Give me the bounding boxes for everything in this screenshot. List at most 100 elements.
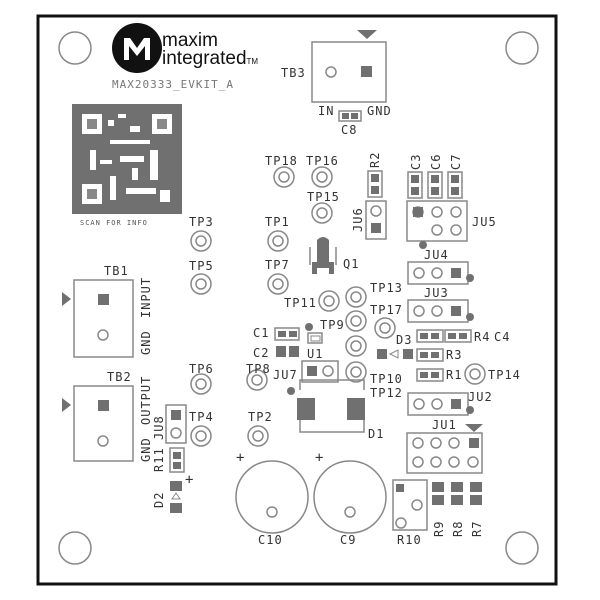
brand-line-1: maxim [162, 30, 218, 51]
label-tp15: TP15 [307, 190, 340, 204]
label-ju7: JU7 [273, 368, 298, 382]
ju5-outline [406, 200, 468, 242]
label-tp18: TP18 [265, 154, 298, 168]
label-tb2: TB2 [107, 370, 132, 384]
d2-diode-icon [171, 492, 181, 500]
label-r4: R4 [474, 330, 491, 344]
label-gnd-tb2: GND [139, 437, 153, 462]
u1-outline [307, 332, 323, 344]
mounting-hole [58, 31, 92, 65]
label-ju3: JU3 [424, 286, 449, 300]
pin1-arrow-icon [465, 424, 483, 432]
label-c7: C7 [449, 153, 463, 170]
label-ju2: JU2 [468, 390, 493, 404]
label-tp4: TP4 [189, 410, 214, 424]
label-r10: R10 [397, 533, 422, 547]
tb2-outline [73, 385, 134, 462]
label-gnd-tb1: GND [139, 330, 153, 355]
label-tp1: TP1 [265, 215, 290, 229]
label-tb1: TB1 [104, 264, 129, 278]
d1-pad [347, 398, 365, 420]
label-tp16: TP16 [306, 154, 339, 168]
label-c1: C1 [253, 326, 270, 340]
label-tp5: TP5 [189, 259, 214, 273]
label-gnd-tb3: GND [367, 104, 392, 118]
label-c3: C3 [409, 153, 423, 170]
ju4-outline [407, 261, 469, 285]
label-tp8: TP8 [246, 362, 271, 376]
label-r7: R7 [470, 520, 484, 537]
ju1-outline [406, 432, 483, 474]
pin1-arrow-icon [357, 30, 377, 39]
qr-caption: SCAN FOR INFO [80, 219, 148, 227]
label-r8: R8 [451, 520, 465, 537]
c1-outline [274, 327, 300, 341]
label-u1: U1 [307, 347, 324, 361]
maxim-integrated-logo: maxim integratedTM [162, 30, 259, 71]
label-c8: C8 [341, 123, 358, 137]
label-output: OUTPUT [139, 375, 153, 425]
label-tb3: TB3 [281, 66, 306, 80]
label-r11: R11 [152, 447, 166, 472]
label-tp9: TP9 [320, 318, 345, 332]
label-q1: Q1 [343, 257, 360, 271]
pin1-arrow-icon [62, 292, 71, 306]
label-tp3: TP3 [189, 215, 214, 229]
q1-outline [309, 247, 337, 265]
label-d2: D2 [152, 491, 166, 508]
label-tp10: TP10 [370, 372, 403, 386]
tb3-pin[interactable] [325, 66, 337, 78]
label-ju8: JU8 [152, 415, 166, 440]
tb2-pin-gnd[interactable] [97, 435, 109, 447]
brand-line-2: integrated [162, 48, 247, 69]
c10-outline [235, 460, 309, 534]
label-tp14: TP14 [488, 368, 521, 382]
ju2-outline [407, 392, 469, 416]
label-r9: R9 [432, 520, 446, 537]
board-outline [36, 14, 558, 586]
tb1-outline [73, 279, 134, 358]
label-ju1: JU1 [432, 418, 457, 432]
c8-outline [338, 110, 362, 122]
mounting-hole [58, 531, 92, 565]
brand-tm: TM [246, 57, 259, 66]
label-c4: C4 [494, 330, 511, 344]
label-r1: R1 [446, 368, 463, 382]
label-tp12: TP12 [370, 386, 403, 400]
tb2-pin-output[interactable] [98, 400, 109, 411]
label-r2: R2 [368, 151, 382, 168]
c9-outline [313, 460, 387, 534]
label-tp2: TP2 [248, 410, 273, 424]
d1-outline [299, 379, 365, 433]
ju6-outline [365, 200, 387, 240]
r11-outline [169, 447, 185, 473]
label-c9: C9 [340, 533, 357, 547]
label-input: INPUT [139, 276, 153, 318]
label-d1: D1 [368, 427, 385, 441]
label-c10: C10 [258, 533, 283, 547]
tb1-pin-input[interactable] [98, 294, 109, 305]
label-d3: D3 [396, 333, 413, 347]
d1-pad [297, 398, 315, 420]
pin1-arrow-icon [62, 398, 71, 412]
polarity-plus-d2: + [185, 472, 195, 488]
d3-diode-icon [388, 349, 399, 359]
polarity-plus-c9: + [315, 450, 325, 466]
label-ju5: JU5 [472, 215, 497, 229]
ju7-outline [301, 360, 339, 383]
ju3-outline [407, 299, 469, 323]
qr-finder [87, 119, 167, 199]
tb1-pin-gnd[interactable] [97, 329, 109, 341]
label-tp13: TP13 [370, 281, 403, 295]
label-ju4: JU4 [424, 248, 449, 262]
mounting-hole [505, 531, 539, 565]
label-tp11: TP11 [284, 296, 317, 310]
label-c2: C2 [253, 346, 270, 360]
tb3-pin-square[interactable] [361, 66, 372, 77]
label-r3: R3 [446, 348, 463, 362]
polarity-plus-c10: + [236, 450, 246, 466]
r2-outline [367, 170, 383, 198]
ju8-outline [165, 404, 187, 444]
